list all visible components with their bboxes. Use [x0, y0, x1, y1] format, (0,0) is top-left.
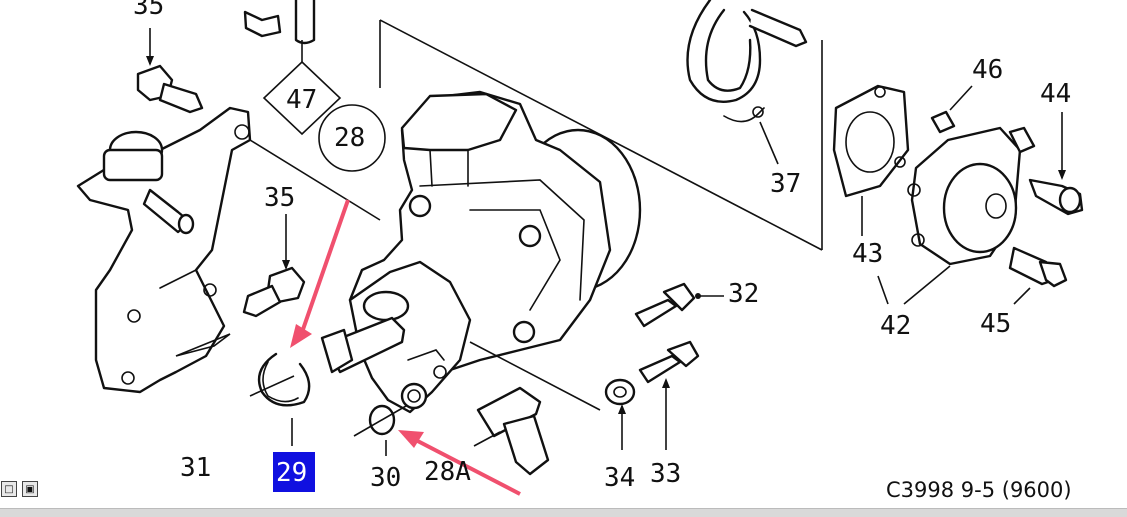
gasket-part-43: [832, 84, 910, 198]
viewer-toolbar: □ ▣: [0, 480, 38, 502]
label-45[interactable]: 45: [980, 309, 1011, 339]
bolt-part-35b: [242, 214, 306, 318]
label-28[interactable]: 28: [334, 123, 365, 153]
bolt-part-44: [1008, 112, 1084, 216]
square-icon: □: [4, 483, 14, 495]
viewer-bottom-bar: [0, 508, 1127, 517]
label-47[interactable]: 47: [286, 85, 317, 115]
label-37[interactable]: 37: [770, 169, 801, 199]
bolt-part-35a: [136, 28, 204, 114]
label-35-middle[interactable]: 35: [264, 183, 295, 213]
hose-clip-part: [243, 0, 316, 45]
cover-part-42: [907, 126, 1022, 266]
label-35-top[interactable]: 35: [133, 0, 164, 21]
label-29-highlight[interactable]: 29: [273, 452, 315, 492]
label-42[interactable]: 42: [880, 311, 911, 341]
washer-part-34: [469, 341, 636, 450]
bolt-part-45: [1008, 246, 1068, 305]
label-46[interactable]: 46: [972, 55, 1003, 85]
label-28A[interactable]: 28A: [424, 457, 471, 487]
pointer-arrow-circlip: [290, 199, 350, 348]
reference-diamond-47[interactable]: [262, 40, 342, 136]
pin-part-46: [930, 85, 973, 134]
label-31[interactable]: 31: [180, 453, 211, 483]
bracket-part-31: [76, 106, 252, 394]
framed-square-icon: ▣: [25, 483, 35, 495]
pin-part-28A: [473, 386, 550, 476]
pointer-arrow-ring: [398, 430, 521, 496]
diagram-caption: C3998 9-5 (9600): [886, 478, 1072, 502]
reference-circle-28[interactable]: [318, 104, 386, 172]
fit-view-button[interactable]: ▣: [22, 481, 38, 497]
hose-part-37: [686, 0, 808, 165]
vacuum-valve-part: [102, 130, 195, 235]
label-29[interactable]: 29: [276, 458, 307, 488]
label-32[interactable]: 32: [728, 279, 759, 309]
label-34[interactable]: 34: [604, 463, 635, 493]
bolt-part-33: [638, 340, 700, 450]
ring-part-30: [353, 404, 407, 456]
label-44[interactable]: 44: [1040, 79, 1071, 109]
label-33[interactable]: 33: [650, 459, 681, 489]
vacuum-pump-body: [320, 90, 642, 414]
circlip-part-29[interactable]: [249, 352, 311, 446]
zoom-out-button[interactable]: □: [1, 481, 17, 497]
bolt-part-32: [634, 282, 724, 328]
label-43[interactable]: 43: [852, 239, 883, 269]
label-30[interactable]: 30: [370, 463, 401, 493]
